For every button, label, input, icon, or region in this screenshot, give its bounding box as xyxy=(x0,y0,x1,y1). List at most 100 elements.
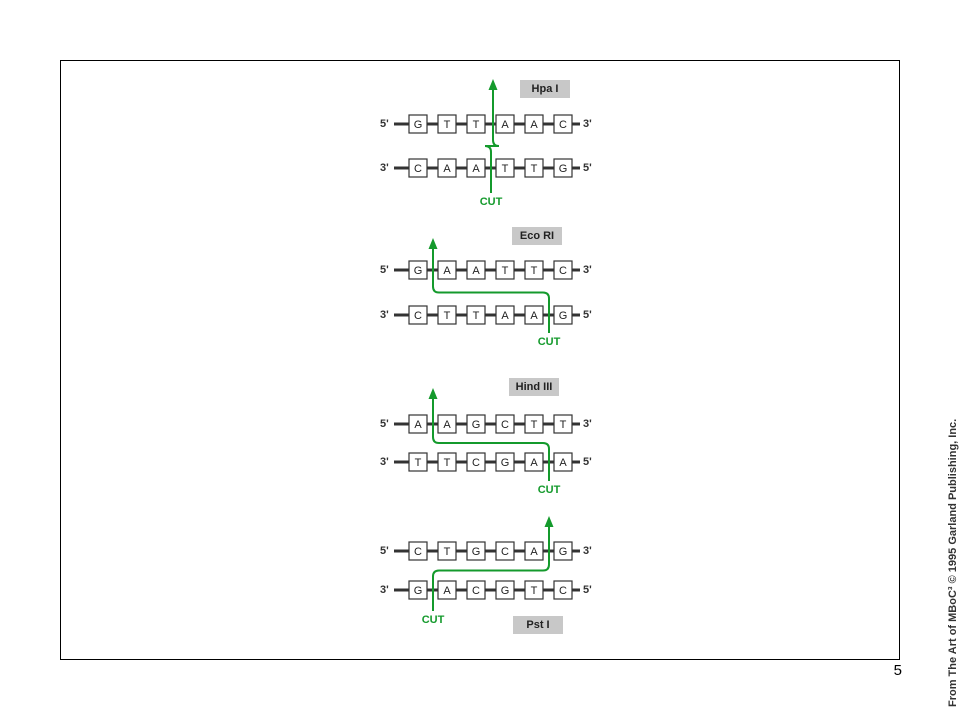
nucleotide-base: G xyxy=(501,457,510,469)
strand-end-label: 3' xyxy=(380,584,389,596)
strand-end-label: 3' xyxy=(583,418,592,430)
nucleotide-base: G xyxy=(559,546,568,558)
nucleotide-base: C xyxy=(559,119,567,131)
nucleotide-base: A xyxy=(530,119,538,131)
strand-end-label: 3' xyxy=(380,162,389,174)
nucleotide-box xyxy=(524,452,544,472)
cut-line xyxy=(432,398,550,481)
nucleotide-base: T xyxy=(531,419,538,431)
cut-label: CUT xyxy=(538,484,561,496)
nucleotide-box xyxy=(408,158,428,178)
nucleotide-base: T xyxy=(444,119,451,131)
nucleotide-base: T xyxy=(415,457,422,469)
nucleotide-box xyxy=(524,541,544,561)
enzyme-name: Pst I xyxy=(526,619,549,631)
cut-arrowhead xyxy=(488,79,498,90)
nucleotide-base: G xyxy=(472,546,481,558)
nucleotide-base: C xyxy=(472,585,480,597)
strand-end-label: 5' xyxy=(583,584,592,596)
strand-end-label: 5' xyxy=(380,418,389,430)
nucleotide-base: A xyxy=(443,419,451,431)
nucleotide-base: A xyxy=(472,265,480,277)
nucleotide-base: T xyxy=(531,163,538,175)
nucleotide-box xyxy=(408,452,428,472)
nucleotide-box xyxy=(466,305,486,325)
nucleotide-base: G xyxy=(559,310,568,322)
cut-arrowhead xyxy=(428,388,438,399)
nucleotide-base: C xyxy=(414,310,422,322)
nucleotide-box xyxy=(437,114,457,134)
nucleotide-box xyxy=(524,414,544,434)
strand-end-label: 3' xyxy=(583,264,592,276)
nucleotide-base: T xyxy=(473,119,480,131)
nucleotide-base: A xyxy=(530,310,538,322)
nucleotide-box xyxy=(495,452,515,472)
nucleotide-box xyxy=(466,452,486,472)
nucleotide-base: C xyxy=(472,457,480,469)
nucleotide-box xyxy=(437,260,457,280)
nucleotide-box xyxy=(495,114,515,134)
nucleotide-base: T xyxy=(444,310,451,322)
nucleotide-box xyxy=(408,305,428,325)
nucleotide-base: G xyxy=(414,265,423,277)
nucleotide-base: A xyxy=(530,546,538,558)
nucleotide-box xyxy=(495,414,515,434)
strand-end-label: 5' xyxy=(583,162,592,174)
cut-label: CUT xyxy=(538,336,561,348)
enzyme-name-box xyxy=(520,80,570,98)
cut-line xyxy=(484,89,500,193)
nucleotide-box xyxy=(408,541,428,561)
nucleotide-box xyxy=(495,580,515,600)
nucleotide-box xyxy=(437,158,457,178)
nucleotide-box xyxy=(437,452,457,472)
nucleotide-box xyxy=(495,541,515,561)
nucleotide-box xyxy=(408,114,428,134)
enzyme-name: Eco RI xyxy=(520,230,554,242)
cut-line xyxy=(432,526,550,611)
enzyme-name-box xyxy=(512,227,562,245)
nucleotide-box xyxy=(408,414,428,434)
nucleotide-base: C xyxy=(414,546,422,558)
enzyme-name: Hind III xyxy=(516,381,553,393)
nucleotide-base: A xyxy=(559,457,567,469)
enzyme-name-box xyxy=(509,378,559,396)
nucleotide-base: T xyxy=(531,265,538,277)
nucleotide-box xyxy=(408,580,428,600)
nucleotide-base: C xyxy=(501,546,509,558)
nucleotide-base: A xyxy=(501,119,509,131)
nucleotide-base: C xyxy=(414,163,422,175)
enzyme-name-box xyxy=(513,616,563,634)
nucleotide-base: T xyxy=(502,265,509,277)
nucleotide-base: G xyxy=(559,163,568,175)
strand-end-label: 5' xyxy=(380,264,389,276)
nucleotide-box xyxy=(466,580,486,600)
nucleotide-box xyxy=(495,260,515,280)
nucleotide-box xyxy=(437,580,457,600)
nucleotide-box xyxy=(524,114,544,134)
cut-label: CUT xyxy=(480,196,503,208)
nucleotide-base: G xyxy=(414,119,423,131)
nucleotide-base: A xyxy=(443,265,451,277)
nucleotide-box xyxy=(437,414,457,434)
slide-number: 5 xyxy=(893,662,902,679)
nucleotide-box xyxy=(466,114,486,134)
nucleotide-box xyxy=(495,158,515,178)
nucleotide-box xyxy=(408,260,428,280)
strand-end-label: 3' xyxy=(583,118,592,130)
cut-arrowhead xyxy=(428,238,438,249)
strand-end-label: 3' xyxy=(380,309,389,321)
nucleotide-box xyxy=(466,260,486,280)
nucleotide-base: T xyxy=(444,457,451,469)
